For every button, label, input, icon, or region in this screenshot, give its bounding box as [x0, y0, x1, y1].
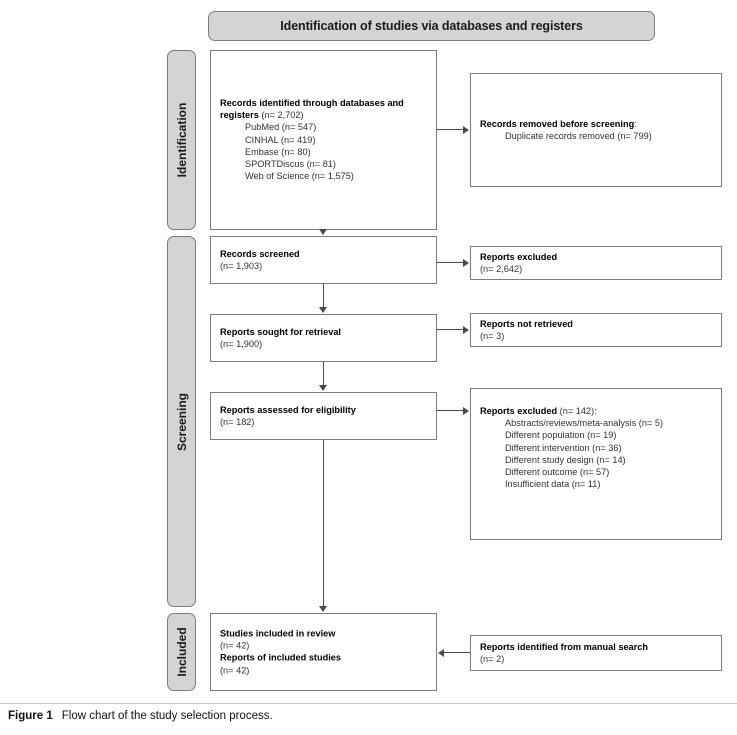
connector-sought-to-not-retrieved	[437, 329, 463, 331]
arrowhead-screened-to-sought	[319, 307, 327, 313]
box-records-screened: Records screened (n= 1,903)	[210, 236, 437, 284]
phase-label-included: Included	[174, 627, 189, 677]
exclusion-reason: Abstracts/reviews/meta-analysis (n= 5)	[505, 418, 664, 429]
arrowhead-manual-search-to-included	[438, 649, 444, 657]
arrowhead-identified-to-screened	[319, 229, 327, 235]
box-reports-identified-manual-search: Reports identified from manual search (n…	[470, 635, 722, 671]
source-item: Web of Science (n= 1,575)	[245, 171, 354, 182]
box-reports-excluded-screening: Reports excluded (n= 2,642)	[470, 246, 722, 280]
box-reports-excluded-eligibility: Reports excluded (n= 142): Abstracts/rev…	[470, 388, 722, 540]
phase-label-identification: Identification	[174, 102, 189, 178]
caption-divider	[0, 703, 737, 704]
source-item: Embase (n= 80)	[245, 147, 311, 158]
connector-sought-to-assessed	[323, 362, 325, 386]
connector-manual-search-to-included	[444, 652, 470, 654]
phase-bar-identification: Identification	[167, 50, 196, 230]
records-screened-title: Records screened	[220, 248, 300, 259]
reports-excluded-screening-title: Reports excluded	[480, 251, 558, 262]
connector-assessed-to-included	[323, 440, 325, 607]
box-records-identified: Records identified through databases and…	[210, 50, 437, 230]
records-removed-title: Records removed before screening	[480, 118, 635, 129]
arrowhead-assessed-to-excluded	[463, 407, 469, 415]
exclusion-reason: Insufficient data (n= 11)	[505, 479, 601, 490]
phase-bar-screening: Screening	[167, 236, 196, 607]
reports-sought-count: (n= 1,900)	[220, 339, 263, 349]
box-reports-not-retrieved: Reports not retrieved (n= 3)	[470, 313, 722, 347]
reports-not-retrieved-count: (n= 3)	[480, 331, 505, 341]
reports-sought-title: Reports sought for retrieval	[220, 326, 341, 337]
reports-assessed-title: Reports assessed for eligibility	[220, 404, 356, 415]
source-item: PubMed (n= 547)	[245, 122, 317, 133]
diagram-header-title: Identification of studies via databases …	[280, 19, 583, 33]
records-removed-title-suffix: :	[634, 118, 637, 129]
source-item: CINHAL (n= 419)	[245, 134, 316, 145]
reports-assessed-count: (n= 182)	[220, 417, 255, 427]
reports-of-included-title: Reports of included studies	[220, 653, 341, 663]
connector-assessed-to-excluded	[437, 410, 463, 412]
connector-screened-to-sought	[323, 284, 325, 308]
records-identified-title: Records identified through databases and…	[220, 98, 404, 121]
arrowhead-sought-to-not-retrieved	[463, 326, 469, 334]
records-identified-count: (n= 2,702)	[261, 110, 304, 121]
manual-search-count: (n= 2)	[480, 654, 505, 664]
box-studies-included-in-review: Studies included in review (n= 42) Repor…	[210, 613, 437, 691]
manual-search-title: Reports identified from manual search	[480, 641, 648, 652]
box-records-removed-before-screening: Records removed before screening: Duplic…	[470, 73, 722, 187]
arrowhead-screened-to-excluded	[463, 259, 469, 267]
exclusion-reason: Different outcome (n= 57)	[505, 467, 610, 478]
connector-screened-to-excluded	[437, 262, 463, 264]
connector-identified-to-removed	[437, 129, 463, 131]
removed-item: Duplicate records removed (n= 799)	[505, 131, 652, 141]
arrowhead-sought-to-assessed	[319, 385, 327, 391]
arrowhead-identified-to-removed	[463, 126, 469, 134]
reports-excluded-eligibility-title: Reports excluded	[480, 406, 558, 416]
figure-caption: Figure 1 Flow chart of the study selectio…	[8, 710, 728, 722]
phase-bar-included: Included	[167, 613, 196, 691]
figure-caption-label: Figure 1	[8, 710, 53, 722]
reports-not-retrieved-title: Reports not retrieved	[480, 318, 573, 329]
box-reports-assessed-for-eligibility: Reports assessed for eligibility (n= 182…	[210, 392, 437, 440]
records-screened-count: (n= 1,903)	[220, 261, 263, 271]
exclusion-reason: Different intervention (n= 36)	[505, 442, 622, 453]
source-item: SPORTDiscus (n= 81)	[245, 159, 336, 170]
box-reports-sought-for-retrieval: Reports sought for retrieval (n= 1,900)	[210, 314, 437, 362]
figure-caption-text: Flow chart of the study selection proces…	[61, 710, 273, 722]
exclusion-reason: Different study design (n= 14)	[505, 454, 626, 465]
reports-excluded-eligibility-count: (n= 142):	[559, 406, 597, 416]
arrowhead-assessed-to-included	[319, 606, 327, 612]
reports-excluded-screening-count: (n= 2,642)	[480, 264, 523, 274]
studies-included-count: (n= 42)	[220, 640, 250, 651]
exclusion-reason: Different population (n= 19)	[505, 430, 617, 441]
phase-label-screening: Screening	[174, 392, 189, 451]
diagram-header-banner: Identification of studies via databases …	[208, 11, 655, 41]
reports-of-included-count: (n= 42)	[220, 665, 250, 676]
studies-included-title: Studies included in review	[220, 628, 336, 639]
